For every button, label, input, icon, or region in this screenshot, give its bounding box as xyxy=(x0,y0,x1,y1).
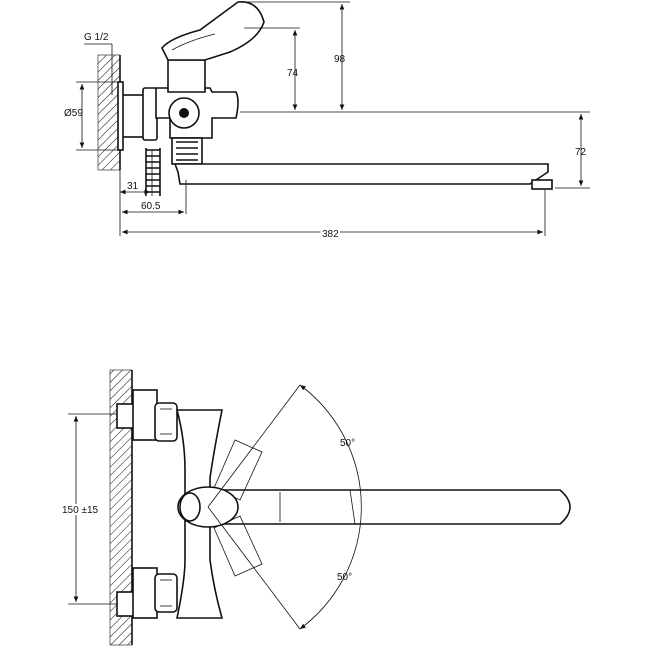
upper-nut xyxy=(154,402,178,442)
label-60-5: 60.5 xyxy=(141,201,161,212)
label-382: 382 xyxy=(322,229,339,240)
spout-plan xyxy=(199,489,571,525)
nut xyxy=(142,87,158,141)
plan-view: 50° 50° 150 ±15 xyxy=(60,369,571,646)
label-31: 31 xyxy=(127,181,139,192)
arc-center-tick xyxy=(349,489,356,525)
diverter-knob-center xyxy=(179,108,189,118)
lever-position-up xyxy=(213,439,263,501)
label-angle-top: 50° xyxy=(340,438,355,449)
lever-hub-cap xyxy=(179,492,201,522)
lower-nut xyxy=(154,573,178,613)
hose-nut-knurl xyxy=(176,141,198,161)
angle-ray-bottom xyxy=(207,506,301,630)
aerator xyxy=(531,179,553,190)
label-diameter: Ø59 xyxy=(64,108,83,119)
cartridge-housing xyxy=(167,59,206,93)
upper-escutcheon xyxy=(132,389,158,441)
label-150: 150 ±15 xyxy=(62,505,99,516)
label-72: 72 xyxy=(575,147,587,158)
angle-ray-top xyxy=(207,384,301,508)
spout xyxy=(173,163,549,185)
lower-escutcheon xyxy=(132,567,158,619)
angle-arc xyxy=(299,384,362,630)
label-74: 74 xyxy=(287,68,299,79)
wall-hatch-top xyxy=(97,54,121,171)
label-thread: G 1/2 xyxy=(84,32,109,43)
label-98: 98 xyxy=(334,54,346,65)
lever-handle xyxy=(161,1,265,61)
side-elevation-view: 98 74 72 Ø59 G 1/2 31 60.5 382 xyxy=(64,1,590,242)
shower-hose xyxy=(145,148,161,196)
label-angle-bottom: 50° xyxy=(337,572,352,583)
lever-detail xyxy=(171,33,216,51)
escutcheon xyxy=(117,81,124,151)
